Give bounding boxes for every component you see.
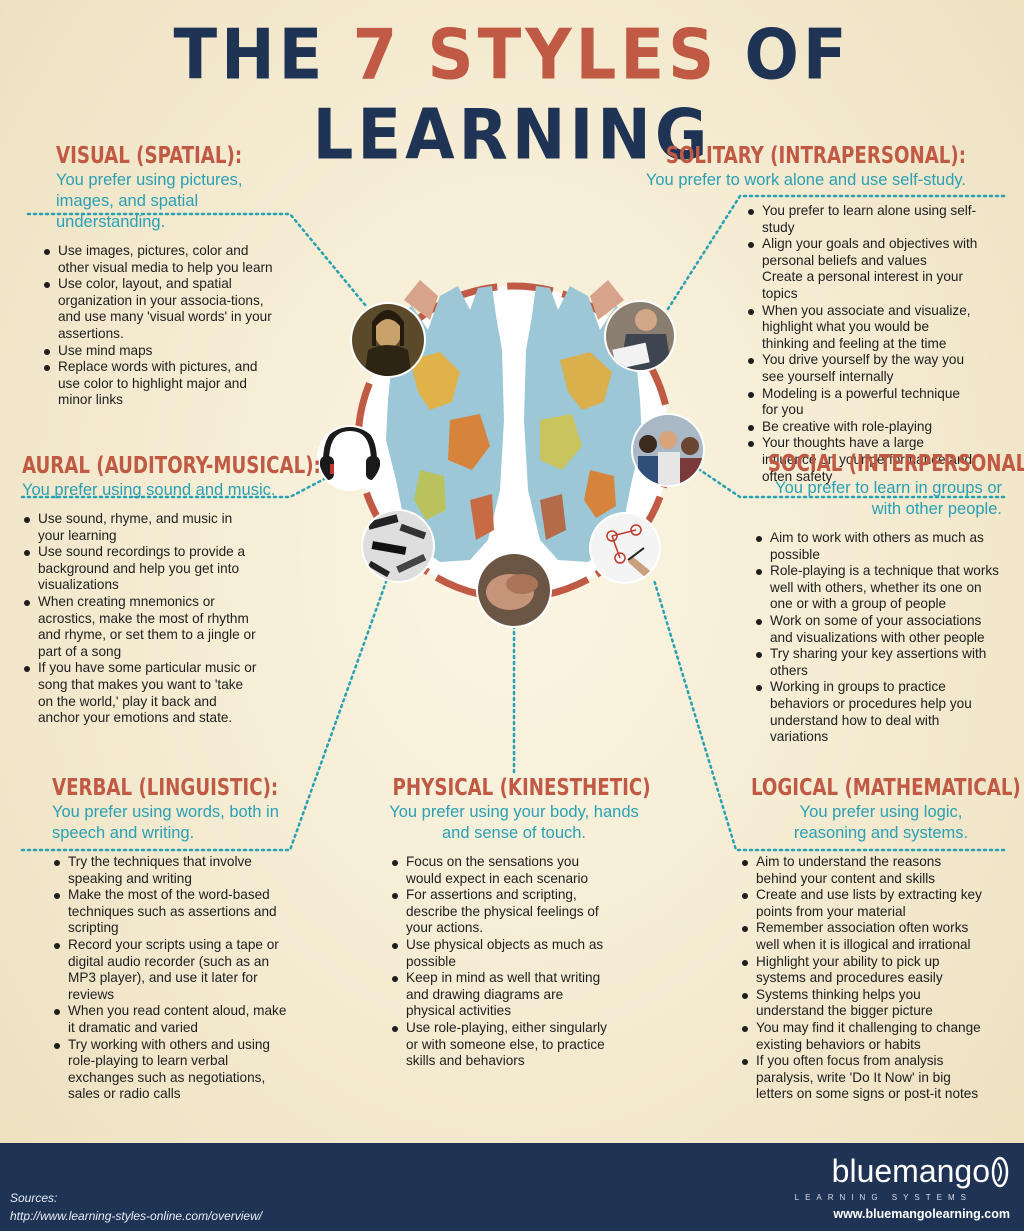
clasped-hands-icon	[476, 552, 552, 628]
aural-section: AURAL (AUDITORY-MUSICAL): You prefer usi…	[22, 452, 321, 727]
solitary-subtitle: You prefer to work alone and use self-st…	[645, 171, 966, 189]
visual-section: VISUAL (SPATIAL): You prefer using pictu…	[44, 142, 306, 409]
list-item: If you have some particular music or son…	[22, 660, 258, 726]
list-item: Make the most of the word-based techniqu…	[52, 887, 292, 937]
list-item: Working in groups to practice behaviors …	[754, 679, 1000, 745]
list-item: When you associate and visualize, highli…	[746, 303, 978, 353]
list-item: Use images, pictures, color and other vi…	[42, 243, 274, 276]
solitary-points: You prefer to learn alone using self-stu…	[746, 203, 978, 485]
list-item: Work on some of your associations and vi…	[754, 613, 1000, 646]
list-item: Aim to understand the reasons behind you…	[740, 854, 984, 887]
man-reading-icon	[604, 300, 676, 372]
aural-points: Use sound, rhyme, and music in your lear…	[22, 511, 258, 727]
list-item: Use mind maps	[42, 343, 274, 360]
footer: Sources: http://www.learning-styles-onli…	[0, 1143, 1024, 1231]
visual-subtitle: You prefer using pictures, images, and s…	[56, 171, 243, 231]
list-item: Use sound recordings to provide a backgr…	[22, 544, 258, 594]
list-item: Keep in mind as well that writing and dr…	[390, 970, 616, 1020]
list-item: Highlight your ability to pick up system…	[740, 954, 984, 987]
aural-subtitle: You prefer using sound and music.	[22, 481, 276, 499]
list-item: Try the techniques that involve speaking…	[52, 854, 292, 887]
verbal-section: VERBAL (LINGUISTIC): You prefer using wo…	[52, 774, 302, 1103]
list-item: Create a personal interest in your topic…	[762, 269, 963, 301]
verbal-subtitle: You prefer using words, both in speech a…	[52, 803, 279, 842]
verbal-heading: VERBAL (LINGUISTIC):	[52, 775, 279, 801]
list-item: Aim to work with others as much as possi…	[754, 530, 1000, 563]
list-item: Systems thinking helps you understand th…	[740, 987, 984, 1020]
logical-section: LOGICAL (MATHEMATICAL) You prefer using …	[736, 774, 1021, 1103]
mind-map-drawing-icon	[589, 512, 661, 584]
list-item: Try sharing your key assertions with oth…	[754, 646, 1000, 679]
logical-heading: LOGICAL (MATHEMATICAL)	[751, 775, 1021, 801]
sources-label: Sources:	[10, 1191, 58, 1205]
list-item: Be creative with role-playing	[746, 419, 978, 436]
list-item: For assertions and scripting, describe t…	[390, 887, 616, 937]
social-points: Aim to work with others as much as possi…	[754, 530, 1000, 746]
list-item: Use sound, rhyme, and music in your lear…	[22, 511, 258, 544]
list-item: Align your goals and objectives with per…	[746, 236, 978, 269]
logical-points: Aim to understand the reasons behind you…	[740, 854, 984, 1103]
list-item: If you often focus from analysis paralys…	[740, 1053, 984, 1103]
list-item: Your thoughts have a large influence on …	[746, 435, 978, 485]
page-title: THE 7 STYLES OF LEARNING	[173, 16, 851, 176]
social-heading: SOCIAL (INTERPERSONAL):	[767, 451, 1024, 477]
list-item: Use color, layout, and spatial organizat…	[42, 276, 274, 342]
physical-section: PHYSICAL (KINESTHETIC) You prefer using …	[376, 774, 652, 1070]
mona-lisa-icon	[350, 302, 426, 378]
list-item: When you read content aloud, make it dra…	[52, 1003, 292, 1036]
solitary-section: SOLITARY (INTRAPERSONAL): You prefer to …	[620, 142, 977, 485]
visual-heading: VISUAL (SPATIAL):	[56, 143, 243, 169]
newspaper-words-icon	[361, 509, 435, 583]
logical-subtitle: You prefer using logic, reasoning and sy…	[793, 803, 969, 842]
aural-heading: AURAL (AUDITORY-MUSICAL):	[22, 453, 321, 479]
list-item: You prefer to learn alone using self-stu…	[746, 203, 978, 236]
list-item: When creating mnemonics or acrostics, ma…	[22, 594, 258, 660]
sources-link[interactable]: http://www.learning-styles-online.com/ov…	[10, 1209, 263, 1223]
list-item: Try working with others and using role-p…	[52, 1037, 292, 1103]
group-of-students-icon	[631, 413, 705, 487]
list-item: Record your scripts using a tape or digi…	[52, 937, 292, 1003]
social-section: SOCIAL (INTERPERSONAL): You prefer to le…	[736, 450, 1024, 746]
solitary-heading: SOLITARY (INTRAPERSONAL):	[665, 143, 966, 169]
mango-icon	[991, 1156, 1009, 1188]
physical-heading: PHYSICAL (KINESTHETIC)	[392, 775, 651, 801]
list-item: Remember association often works well wh…	[740, 920, 984, 953]
list-item: Use role-playing, either singularly or w…	[390, 1020, 616, 1070]
list-item: Use physical objects as much as possible	[390, 937, 616, 970]
social-subtitle: You prefer to learn in groups or with ot…	[775, 479, 1002, 518]
brand-tagline: LEARNING SYSTEMS	[794, 1193, 972, 1202]
visual-points: Use images, pictures, color and other vi…	[42, 243, 274, 409]
list-item: You drive yourself by the way you see yo…	[746, 352, 978, 385]
list-item: Focus on the sensations you would expect…	[390, 854, 616, 887]
list-item: Role-playing is a technique that works w…	[754, 563, 1000, 613]
physical-points: Focus on the sensations you would expect…	[390, 854, 616, 1070]
list-item: You may find it challenging to change ex…	[740, 1020, 984, 1053]
list-item: Modeling is a powerful technique for you	[746, 386, 978, 419]
list-item: Replace words with pictures, and use col…	[42, 359, 274, 409]
brand-logo: bluemango	[831, 1153, 990, 1189]
verbal-points: Try the techniques that involve speaking…	[52, 854, 292, 1103]
headphones-icon	[317, 425, 383, 491]
list-item: Create and use lists by extracting key p…	[740, 887, 984, 920]
brand-website-link[interactable]: www.bluemangolearning.com	[833, 1207, 1010, 1221]
physical-subtitle: You prefer using your body, hands and se…	[389, 803, 639, 842]
